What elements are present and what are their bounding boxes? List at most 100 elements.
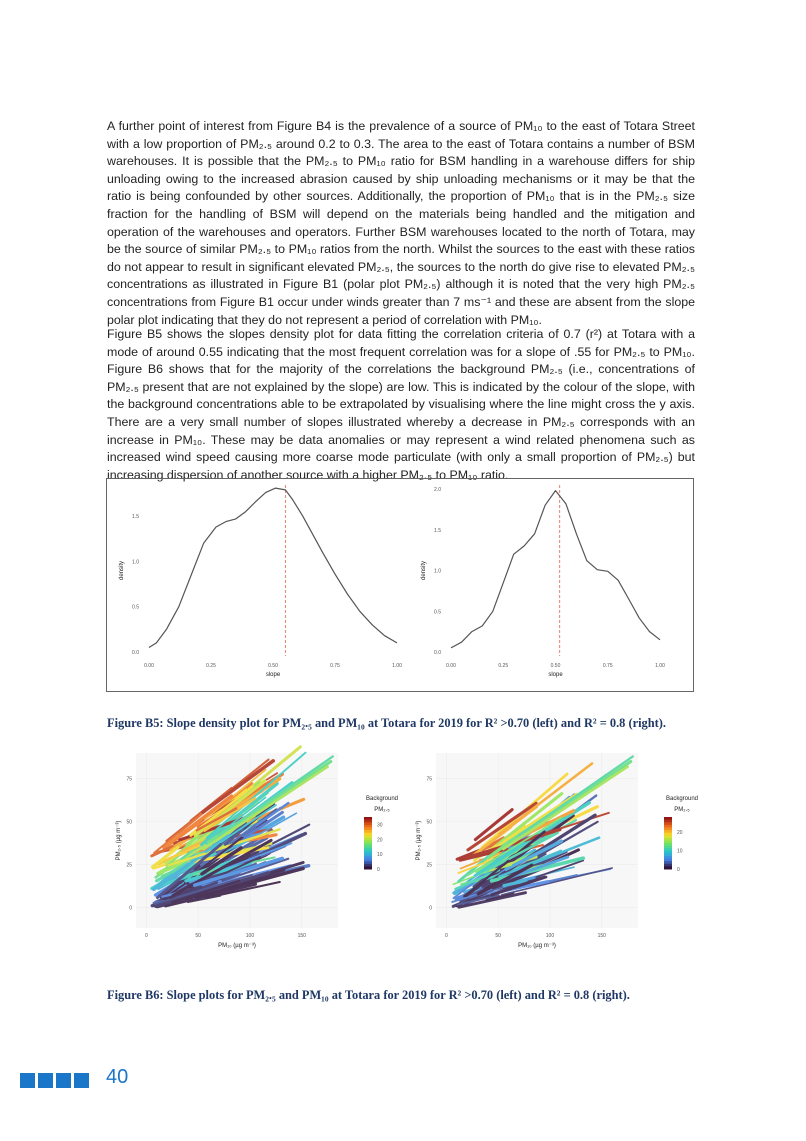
y-tick-label: 1.0 <box>132 559 139 565</box>
caption-figure-b5: Figure B5: Slope density plot for PM₂.₅ … <box>107 716 666 730</box>
slope-line <box>200 781 279 847</box>
legend-colorbar-segment <box>364 832 372 836</box>
slope-line <box>502 765 629 851</box>
x-tick-label: 0.00 <box>446 663 456 669</box>
plot-panel <box>443 483 668 658</box>
slope-line <box>200 846 243 876</box>
x-axis-title: PM₁₀ (µg m⁻³) <box>218 943 256 949</box>
paragraph-1: A further point of interest from Figure … <box>107 119 695 327</box>
slope-line <box>480 836 506 852</box>
y-tick-label: 1.5 <box>434 528 441 534</box>
y-tick-label: 75 <box>126 777 132 783</box>
legend-tick-label: 30 <box>377 822 383 828</box>
footer-square <box>38 1073 53 1088</box>
legend-colorbar-segment <box>664 850 672 854</box>
y-tick-label: 50 <box>126 820 132 826</box>
slope-line <box>204 880 281 899</box>
y-axis-title: PM₂.₅ (µg m⁻³) <box>416 821 422 861</box>
x-tick-label: 1.00 <box>392 663 402 669</box>
x-tick-label: 50 <box>495 933 501 939</box>
y-tick-label: 0.5 <box>434 609 441 615</box>
density-curve <box>450 490 661 649</box>
legend-colorbar-segment <box>364 861 372 865</box>
legend-title: Background <box>666 796 698 802</box>
x-tick-label: 0 <box>145 933 148 939</box>
legend-subtitle: PM₂.₅ <box>674 807 690 813</box>
legend-colorbar-segment <box>364 830 372 834</box>
slope-line <box>171 879 241 904</box>
footer-square <box>20 1073 35 1088</box>
caption-figure-b6: Figure B6: Slope plots for PM₂.₅ and PM₁… <box>107 988 630 1002</box>
x-tick-label: 150 <box>298 933 307 939</box>
slope-line <box>155 842 223 900</box>
footer-square <box>56 1073 71 1088</box>
legend-colorbar-segment <box>364 817 372 821</box>
slope-line <box>466 801 538 852</box>
x-tick-label: 150 <box>598 933 607 939</box>
y-tick-label: 75 <box>426 777 432 783</box>
slope-line <box>165 794 234 847</box>
slope-lines <box>150 745 334 909</box>
legend-colorbar-segment <box>364 819 372 823</box>
legend-colorbar-segment <box>364 850 372 854</box>
legend-colorbar-segment <box>364 822 372 826</box>
x-axis-title: slope <box>266 672 281 678</box>
legend-colorbar-segment <box>664 824 672 828</box>
x-tick-label: 50 <box>195 933 201 939</box>
slope-line <box>456 894 500 906</box>
legend-colorbar-segment <box>364 835 372 839</box>
y-tick-label: 0.0 <box>132 650 139 656</box>
slope-line <box>192 856 285 887</box>
legend-colorbar-segment <box>364 863 372 867</box>
page-number: 40 <box>106 1066 129 1088</box>
legend-colorbar-segment <box>364 837 372 841</box>
slope-line <box>490 875 547 897</box>
legend-colorbar-segment <box>364 840 372 844</box>
legend-colorbar-segment <box>664 853 672 857</box>
legend-colorbar-segment <box>664 827 672 831</box>
legend-colorbar-segment <box>364 824 372 828</box>
slope-line <box>457 857 497 874</box>
slope-line <box>517 755 634 837</box>
legend-colorbar-segment <box>664 866 672 870</box>
legend-tick-label: 0 <box>677 867 680 873</box>
slope-line <box>504 839 563 872</box>
slope-line <box>186 894 222 904</box>
footer-square <box>74 1073 89 1088</box>
legend-title: Background <box>366 796 398 802</box>
legend-tick-label: 0 <box>377 867 380 873</box>
legend-colorbar-segment <box>664 861 672 865</box>
legend-colorbar-segment <box>364 856 372 860</box>
slope-line <box>203 797 257 832</box>
legend-colorbar-segment <box>664 840 672 844</box>
slope-line <box>498 836 601 878</box>
x-axis-title: slope <box>548 672 563 678</box>
slope-line <box>202 765 329 851</box>
y-tick-label: 0 <box>429 905 432 911</box>
x-tick-label: 100 <box>246 933 255 939</box>
y-tick-label: 2.0 <box>434 487 441 493</box>
legend-colorbar-segment <box>364 845 372 849</box>
legend-colorbar-segment <box>364 827 372 831</box>
y-tick-label: 25 <box>426 863 432 869</box>
slope-line <box>485 831 560 872</box>
x-tick-label: 0.25 <box>498 663 508 669</box>
density-curve <box>148 487 398 649</box>
y-tick-label: 0.5 <box>132 605 139 611</box>
slope-line <box>502 879 528 888</box>
legend-tick-label: 20 <box>677 830 683 836</box>
slope-line <box>204 768 267 821</box>
legend-tick-label: 10 <box>377 852 383 858</box>
x-tick-label: 1.00 <box>655 663 665 669</box>
legend-subtitle: PM₂.₅ <box>374 807 390 813</box>
slope-line <box>194 866 305 899</box>
y-tick-label: 1.0 <box>434 569 441 575</box>
legend-colorbar-segment <box>364 853 372 857</box>
slope-line <box>201 759 275 814</box>
x-axis-title: PM₁₀ (µg m⁻³) <box>518 943 556 949</box>
footer-decoration <box>20 1073 89 1088</box>
x-tick-label: 0.75 <box>603 663 613 669</box>
legend-colorbar-segment <box>364 848 372 852</box>
x-tick-label: 0.25 <box>206 663 216 669</box>
